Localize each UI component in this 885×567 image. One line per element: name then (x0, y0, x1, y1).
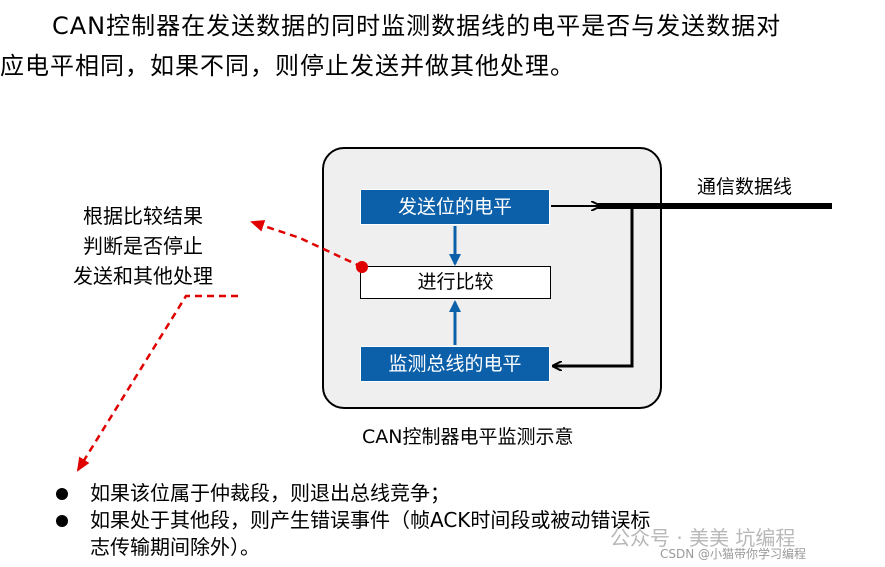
decision-note-line-3: 发送和其他处理 (73, 264, 213, 288)
outcome-list: 如果该位属于仲裁段，则退出总线竞争； 如果处于其他段，则产生错误事件（帧ACK时… (52, 480, 650, 561)
decision-note-line-1: 根据比较结果 (83, 204, 203, 228)
bullet-dot (56, 488, 68, 500)
intro-paragraph: CAN控制器在发送数据的同时监测数据线的电平是否与发送数据对 应电平相同，如果不… (0, 6, 885, 86)
bullet-1-text: 如果该位属于仲裁段，则退出总线竞争； (90, 481, 450, 505)
decision-note: 根据比较结果 判断是否停止 发送和其他处理 (48, 201, 238, 291)
bus-line-label: 通信数据线 (697, 176, 793, 198)
list-item: 如果该位属于仲裁段，则退出总线竞争； (52, 480, 650, 507)
note-to-bullets-arrow (76, 294, 238, 472)
diagram-caption: CAN控制器电平监测示意 (362, 426, 574, 448)
bullet-2-line-2: 志传输期间除外）。 (90, 535, 260, 559)
monitor-level-box: 监测总线的电平 (360, 346, 550, 382)
watermark-sub: CSDN @小猫带你学习编程 (660, 547, 807, 561)
decision-note-line-2: 判断是否停止 (83, 234, 203, 258)
intro-line-1: CAN控制器在发送数据的同时监测数据线的电平是否与发送数据对 (52, 12, 782, 40)
compare-box: 进行比较 (360, 266, 551, 299)
send-level-box: 发送位的电平 (360, 189, 550, 225)
bullet-dot (56, 515, 68, 527)
bus-to-monitor-arrow (553, 206, 634, 366)
list-item: 如果处于其他段，则产生错误事件（帧ACK时间段或被动错误标 志传输期间除外）。 (52, 507, 650, 561)
watermark-main: 公众号 · 美美 坑编程 (610, 526, 796, 550)
bullet-2-line-1: 如果处于其他段，则产生错误事件（帧ACK时间段或被动错误标 (90, 508, 651, 532)
result-to-note-arrow (250, 220, 363, 269)
intro-line-2: 应电平相同，如果不同，则停止发送并做其他处理。 (0, 52, 575, 80)
